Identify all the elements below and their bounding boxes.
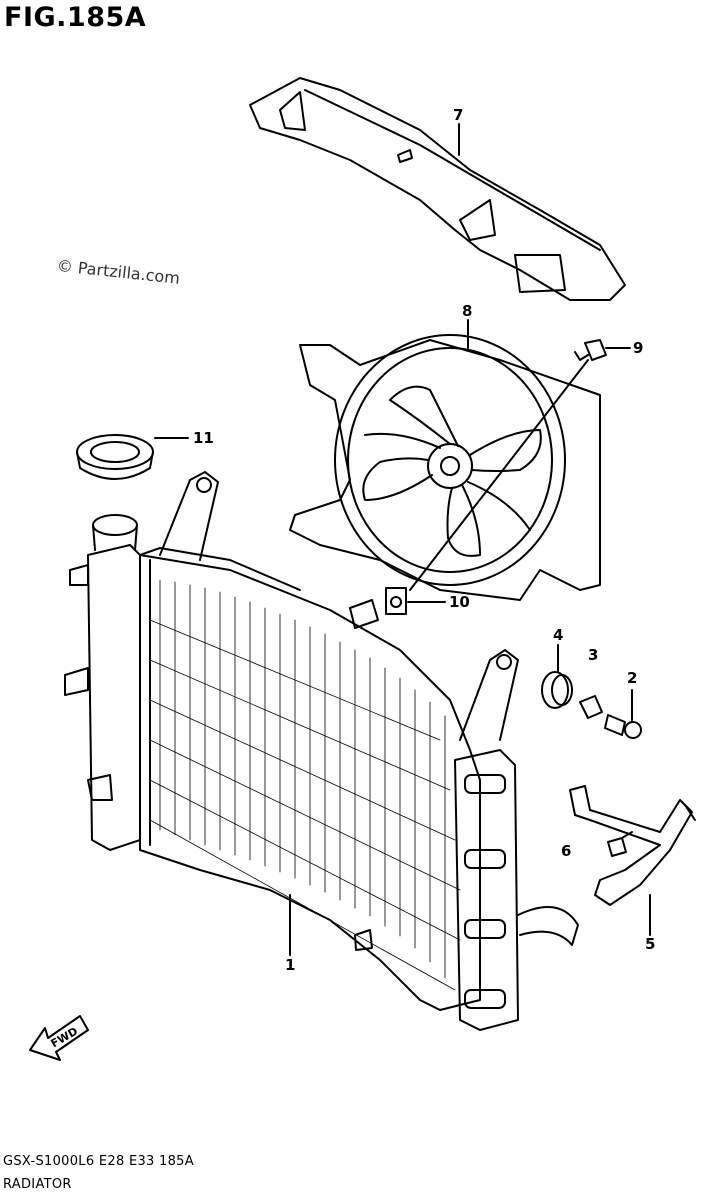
- part-8-fan: [289, 334, 601, 601]
- callout-8: 8: [462, 302, 473, 320]
- part-11-radiator-cap: [76, 434, 154, 480]
- figure-title: FIG.185A: [4, 2, 147, 33]
- callout-2: 2: [627, 669, 638, 687]
- callout-1: 1: [285, 956, 296, 974]
- callout-5: 5: [645, 935, 656, 953]
- part-9-bolt: [574, 339, 607, 361]
- part-10-clip-nut: [385, 587, 407, 615]
- part-1-radiator: [64, 471, 579, 1031]
- part-2-bolt: [604, 714, 642, 739]
- callout-7: 7: [453, 106, 464, 124]
- fwd-arrow-icon: [29, 1015, 89, 1061]
- part-7-upper-bracket: [249, 77, 626, 301]
- part-4-grommet: [541, 671, 573, 709]
- callout-6: 6: [561, 842, 572, 860]
- radiator-fin-pattern: [149, 579, 461, 991]
- callout-4: 4: [553, 626, 564, 644]
- footer-model-code: GSX-S1000L6 E28 E33 185A: [3, 1154, 194, 1169]
- part-3-collar: [579, 695, 603, 719]
- part-5-stay: [569, 785, 696, 906]
- part-6-bolt: [607, 831, 633, 857]
- callout-10: 10: [449, 593, 470, 611]
- callout-11: 11: [193, 429, 214, 447]
- callout-3: 3: [588, 646, 599, 664]
- callout-9: 9: [633, 339, 644, 357]
- footer-section-name: RADIATOR: [3, 1177, 72, 1192]
